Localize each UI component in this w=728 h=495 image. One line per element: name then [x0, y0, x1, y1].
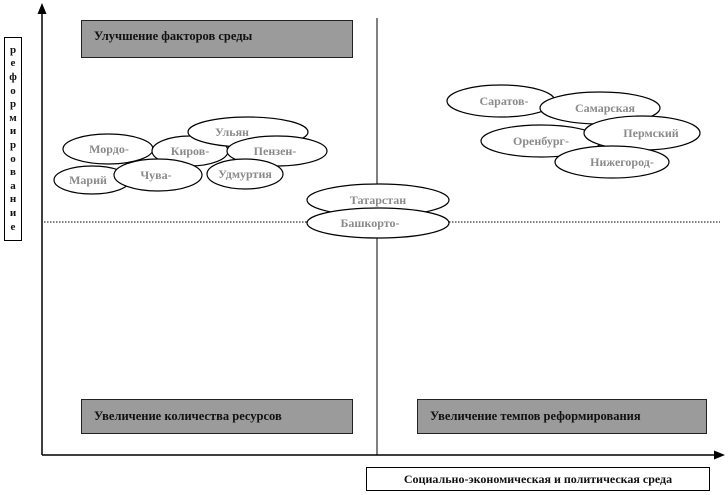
region-bashkorto: Башкорто- — [306, 207, 450, 239]
quadrant-label-factors-text: Улучшение факторов среды — [94, 29, 253, 43]
quadrant-label-resources-text: Увеличение количества ресурсов — [94, 409, 282, 423]
region-saratov: Саратов- — [446, 84, 556, 118]
y-axis-arrow — [37, 3, 47, 14]
region-label: Мордо- — [89, 142, 129, 156]
y-axis-label-letter: е — [10, 57, 16, 70]
y-axis-label-letter: ф — [9, 71, 17, 84]
y-axis-label-letter: о — [10, 84, 16, 97]
region-chuva: Чува- — [113, 158, 203, 192]
y-axis-label-letter: о — [10, 152, 16, 165]
y-axis-label-letter: н — [9, 193, 17, 206]
quadrant-label-factors: Улучшение факторов среды — [81, 20, 353, 58]
region-label: Киров- — [171, 144, 209, 158]
y-axis-label-letter: р — [9, 139, 17, 151]
quadrant-label-reform-pace-text: Увеличение темпов реформирования — [430, 409, 641, 423]
region-label: Нижегород- — [590, 155, 654, 169]
region-udmurtia: Удмуртия — [206, 158, 284, 190]
quadrant-label-reform-pace: Увеличение темпов реформирования — [417, 399, 707, 434]
y-axis-label-letter: и — [9, 125, 17, 138]
region-ellipse — [206, 158, 284, 190]
region-mari: Марий — [53, 165, 131, 195]
region-label: Башкорто- — [340, 216, 399, 230]
region-mordo: Мордо- — [62, 133, 154, 165]
region-label: Марий — [69, 173, 107, 187]
y-axis-label-letter: е — [10, 220, 16, 233]
region-orenburg: Оренбург- — [480, 124, 602, 158]
region-nizhegorod: Нижегород- — [554, 145, 670, 179]
region-ellipse — [554, 145, 670, 179]
x-axis-arrow — [714, 450, 725, 460]
region-label: Пензен- — [254, 144, 297, 158]
y-axis-label-letter: р — [9, 98, 17, 111]
y-axis-label-letter: м — [9, 111, 17, 124]
region-ellipse — [306, 207, 450, 239]
region-label: Татарстан — [350, 193, 406, 207]
x-axis-label-text: Социально-экономическая и политическая с… — [403, 471, 673, 486]
y-axis-label-letter: а — [10, 179, 16, 192]
region-permskiy: Пермский — [583, 115, 701, 151]
region-label: Ульян — [215, 125, 249, 139]
y-axis-label-letter: в — [10, 166, 16, 179]
region-label: Удмуртия — [218, 167, 272, 181]
region-ellipse — [113, 158, 203, 192]
region-label: Самарская — [575, 101, 635, 115]
region-tatarstan: Татарстан — [306, 183, 450, 217]
region-label: Оренбург- — [513, 134, 569, 148]
y-axis-label-letter: р — [9, 43, 17, 56]
region-label: Пермский — [623, 126, 678, 140]
region-label: Чува- — [140, 168, 171, 182]
region-label: Саратов- — [480, 94, 529, 108]
y-axis-label-letter: и — [9, 206, 17, 219]
quadrant-label-resources: Увеличение количества ресурсов — [81, 399, 353, 434]
x-axis-label: Социально-экономическая и политическая с… — [366, 467, 710, 491]
